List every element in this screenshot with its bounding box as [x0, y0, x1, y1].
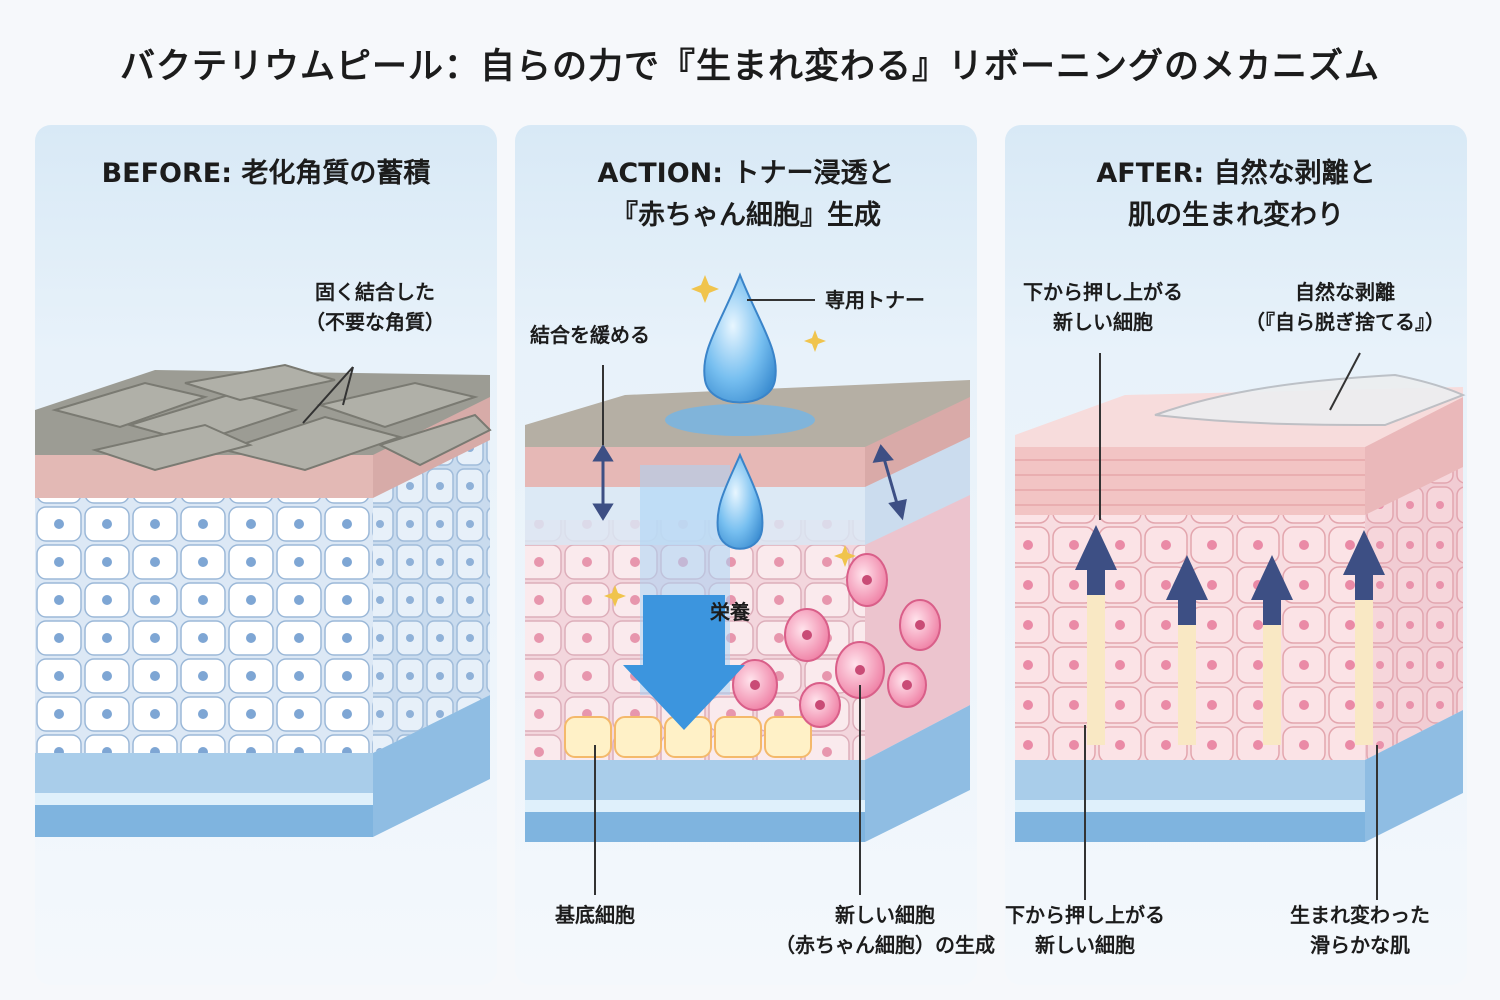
label-line: （不要な角質） — [305, 310, 445, 334]
before-label-hard-keratin: 固く結合した （不要な角質） — [305, 277, 445, 337]
action-panel-title: ACTION: トナー浸透と 『赤ちゃん細胞』生成 — [515, 153, 977, 237]
label-line: 滑らかな肌 — [1310, 933, 1410, 957]
label-line: 生まれ変わった — [1290, 903, 1430, 927]
label-line: 新しい細胞 — [1053, 310, 1153, 334]
label-line: 固く結合した — [315, 280, 435, 304]
after-skin-illustration — [1015, 352, 1466, 900]
action-label-new-cells: 新しい細胞 （赤ちゃん細胞）の生成 — [775, 900, 995, 960]
action-label-nutrition: 栄養 — [710, 600, 750, 624]
after-label-peel: 自然な剥離 （『自ら脱ぎ捨てる』） — [1245, 277, 1445, 337]
after-panel: AFTER: 自然な剥離と 肌の生まれ変わり — [1005, 125, 1467, 985]
peeling-layer — [1154, 373, 1466, 427]
label-line: （赤ちゃん細胞）の生成 — [775, 933, 995, 957]
main-title: バクテリウムピール：自らの力で『生まれ変わる』リボーニングのメカニズム — [119, 47, 1380, 87]
toner-droplet — [703, 272, 777, 404]
push-up-arrows — [1075, 525, 1385, 745]
action-skin-illustration — [525, 272, 970, 895]
nutrition-arrow — [623, 595, 745, 730]
loosen-arrows — [592, 444, 907, 521]
before-panel: BEFORE: 老化角質の蓄積 — [35, 125, 497, 985]
label-line: 下から押し上がる — [1005, 903, 1165, 927]
title-line: 『赤ちゃん細胞』生成 — [611, 200, 881, 231]
title-line: ACTION: トナー浸透と — [597, 158, 895, 189]
action-panel: ACTION: トナー浸透と 『赤ちゃん細胞』生成 — [515, 125, 995, 985]
before-panel-title: BEFORE: 老化角質の蓄積 — [101, 158, 431, 189]
basal-layer — [35, 753, 373, 793]
action-label-toner: 専用トナー — [825, 288, 925, 312]
action-label-loosen: 結合を緩める — [530, 323, 650, 347]
after-label-push-top: 下から押し上がる 新しい細胞 — [1023, 277, 1183, 337]
toner-droplet-small — [716, 452, 764, 550]
label-line: 新しい細胞 — [1035, 933, 1135, 957]
dead-keratin-flakes — [51, 363, 492, 472]
title-line: 肌の生まれ変わり — [1128, 200, 1344, 231]
label-line: 下から押し上がる — [1023, 280, 1183, 304]
after-label-push-bottom: 下から押し上がる 新しい細胞 — [1005, 900, 1165, 960]
before-skin-illustration — [35, 363, 492, 837]
basal-cells — [564, 716, 812, 758]
label-line: 新しい細胞 — [835, 903, 935, 927]
label-line: （『自ら脱ぎ捨てる』） — [1245, 310, 1445, 334]
title-line: AFTER: 自然な剥離と — [1096, 158, 1376, 189]
after-label-reborn: 生まれ変わった 滑らかな肌 — [1290, 900, 1430, 960]
sparkle-icons — [604, 275, 856, 607]
label-line: 自然な剥離 — [1295, 280, 1395, 304]
after-panel-title: AFTER: 自然な剥離と 肌の生まれ変わり — [1005, 153, 1467, 237]
action-label-basal: 基底細胞 — [555, 903, 635, 927]
